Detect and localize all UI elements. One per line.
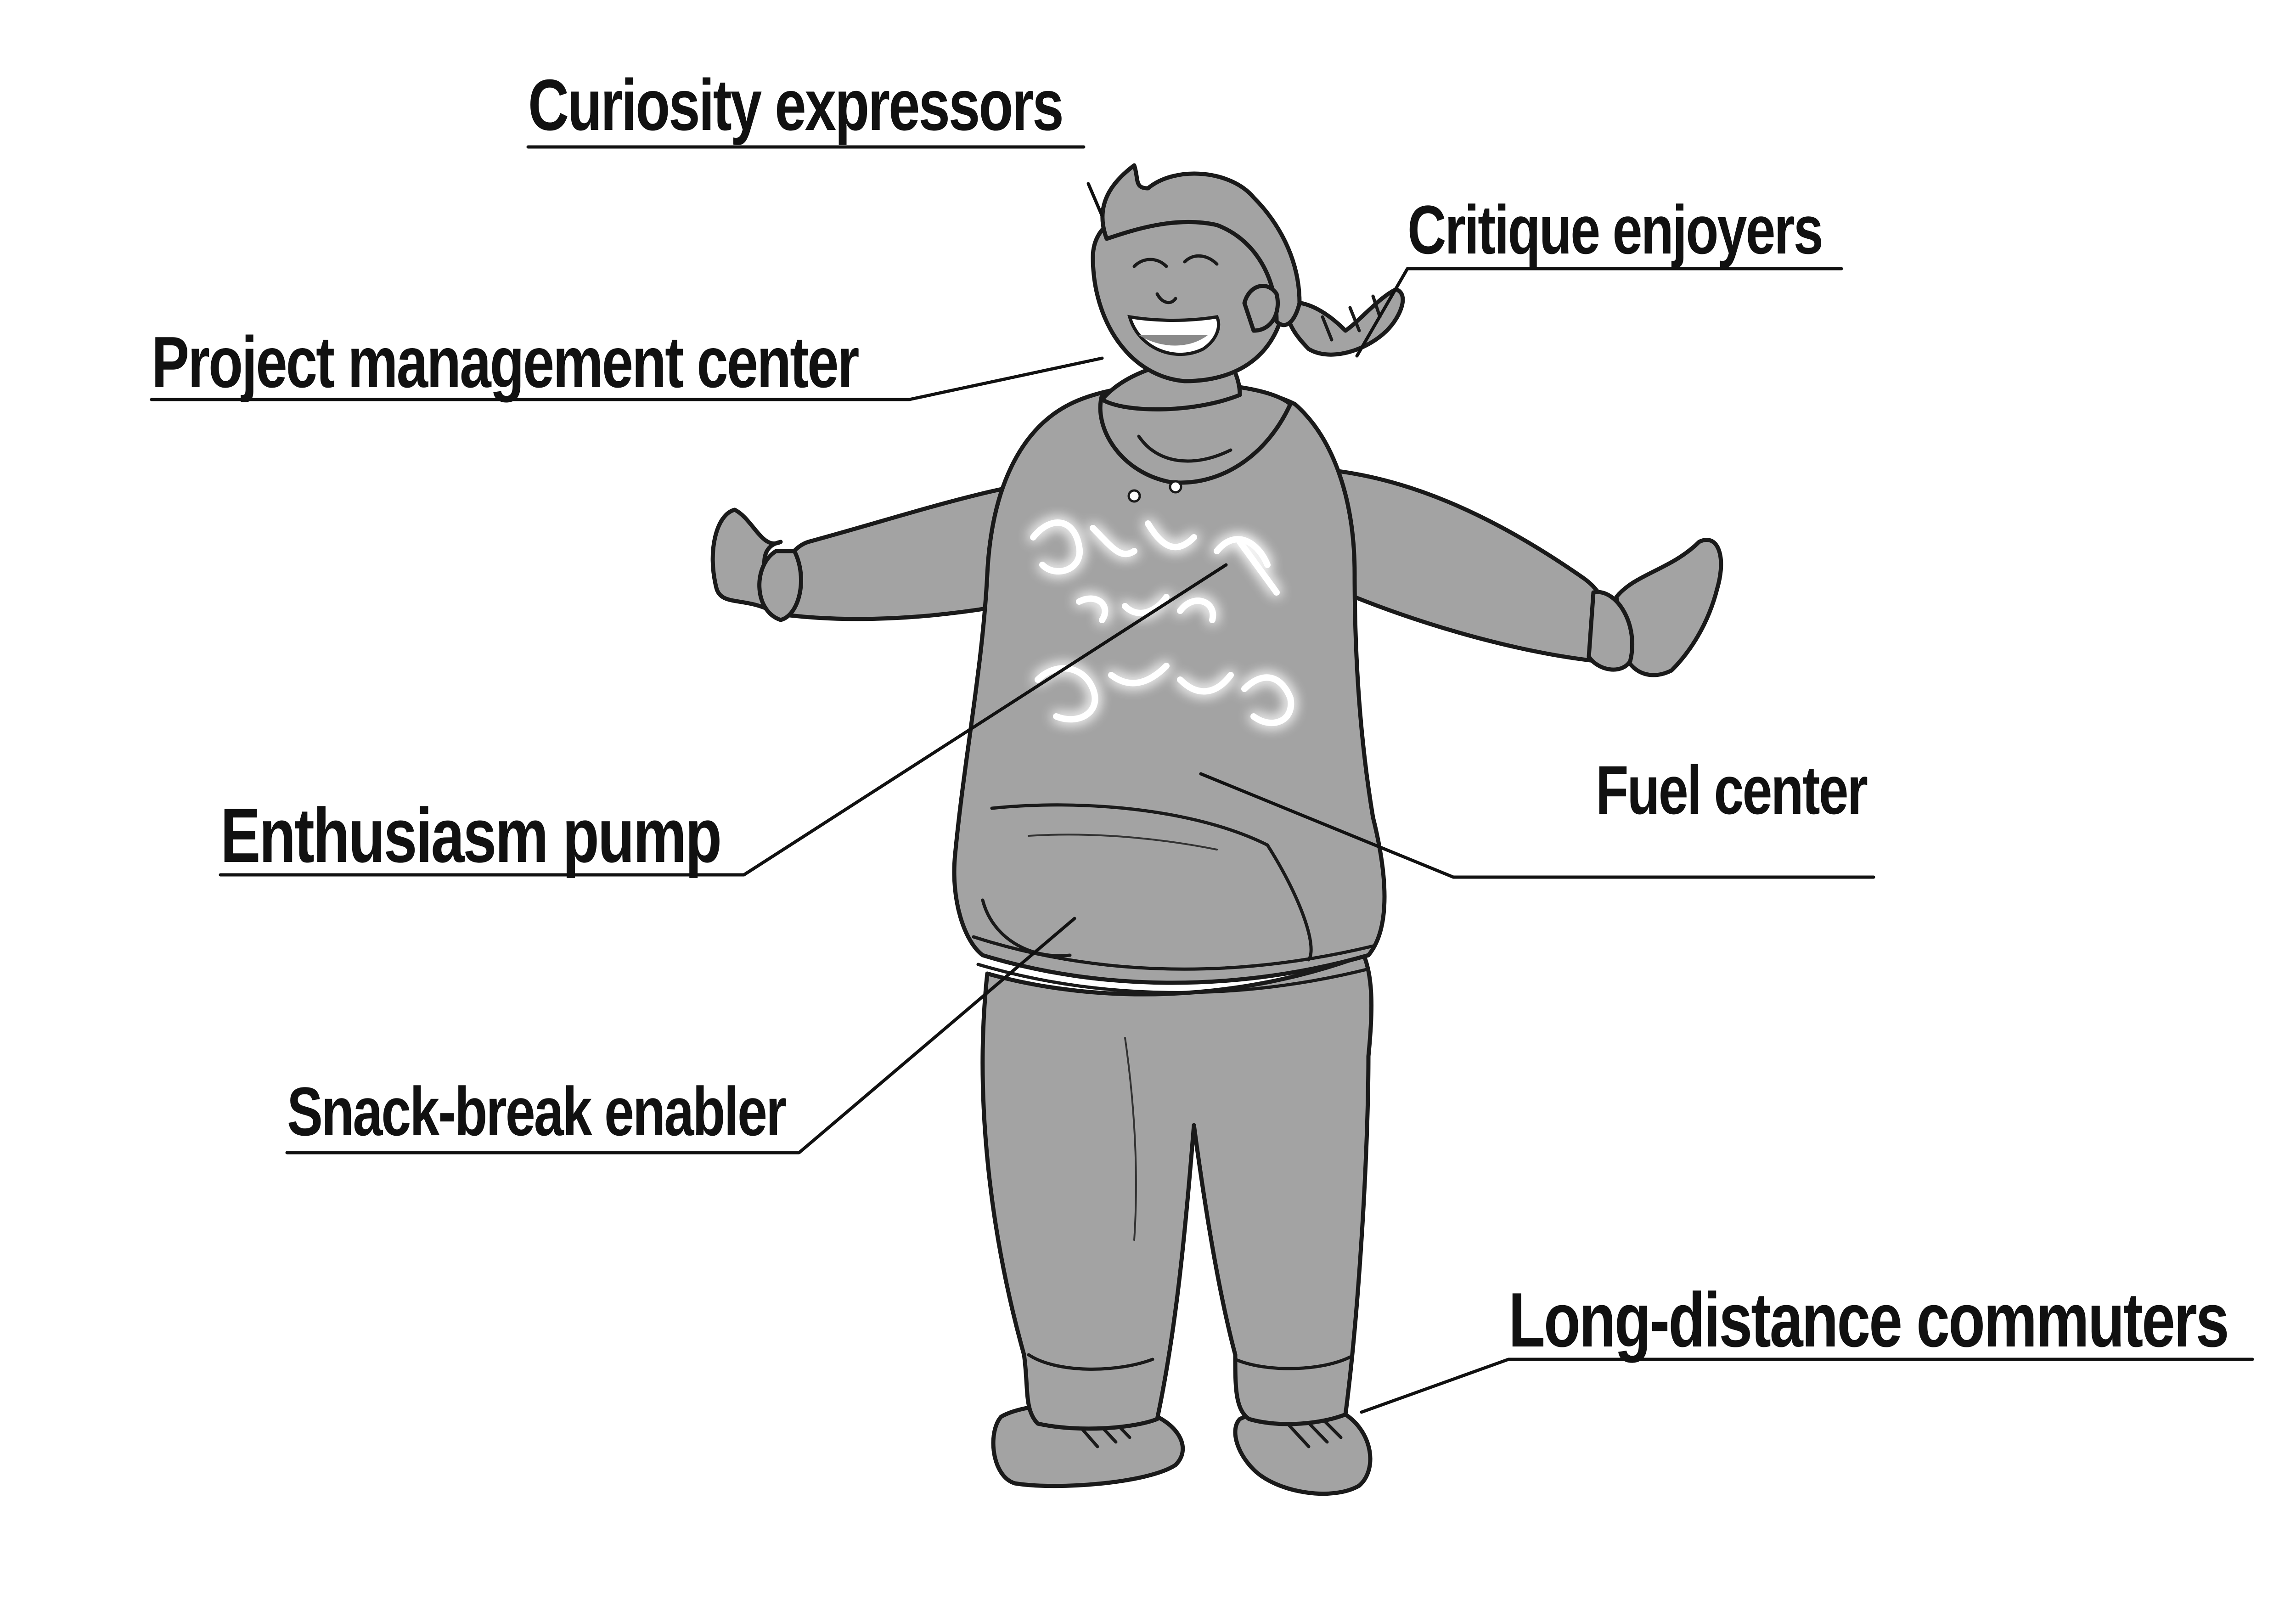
label-snack-break-enabler: Snack-break enabler xyxy=(287,1073,787,1150)
right-shoe xyxy=(1233,1404,1373,1496)
label-long-distance-commuters: Long-distance commuters xyxy=(1508,1277,2229,1363)
leader-commute xyxy=(1360,1358,2254,1414)
leader-project xyxy=(150,356,1104,401)
label-fuel-center: Fuel center xyxy=(1596,751,1868,828)
head xyxy=(1091,163,1405,411)
sweatpants xyxy=(980,953,1374,1431)
right-arm xyxy=(1306,466,1723,677)
leader-fuel xyxy=(1199,772,1875,879)
label-critique-enjoyers: Critique enjoyers xyxy=(1407,191,1823,268)
hoodie xyxy=(952,381,1387,994)
leader-enthusiasm xyxy=(219,563,1228,877)
leader-curiosity xyxy=(1086,182,1104,218)
hoodie-lettering xyxy=(1030,519,1294,727)
label-enthusiasm-pump: Enthusiasm pump xyxy=(220,792,722,879)
leader-critique xyxy=(1355,267,1843,358)
label-project-management-center: Project management center xyxy=(152,322,860,403)
label-curiosity-expressors: Curiosity expressors xyxy=(528,65,1064,146)
leader-lines xyxy=(150,145,2254,1414)
leader-snack xyxy=(285,917,1076,1155)
